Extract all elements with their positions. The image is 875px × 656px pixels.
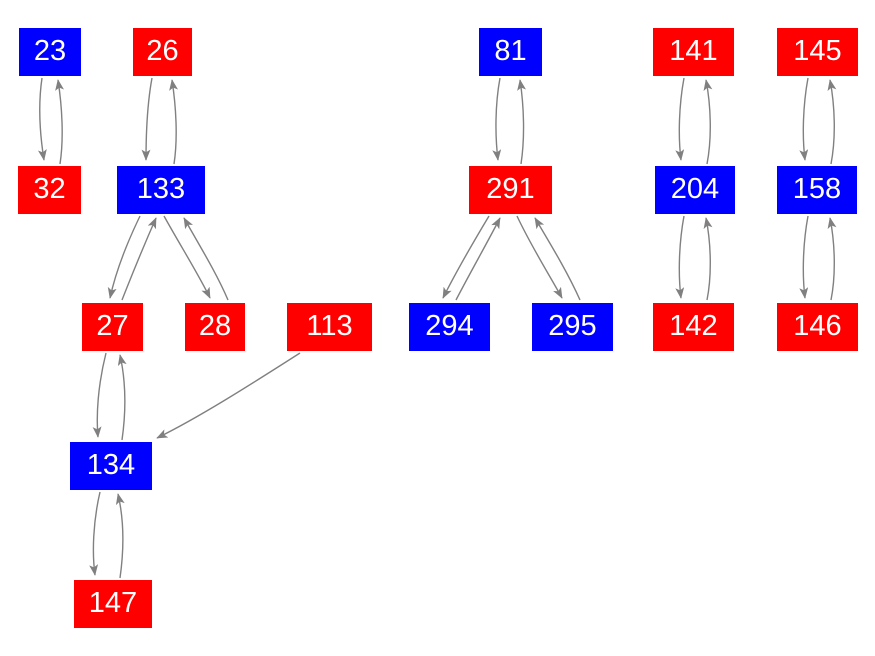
- graph-edge-141-to-204: [675, 77, 685, 161]
- graph-node-142[interactable]: 142: [653, 303, 734, 351]
- graph-edge-133-to-26: [169, 79, 179, 165]
- graph-node-26[interactable]: 26: [133, 28, 192, 76]
- graph-edge-295-to-291: [534, 217, 581, 301]
- graph-node-label: 291: [486, 172, 535, 205]
- graph-edge-23-to-32: [37, 77, 47, 161]
- graph-edge-291-to-81: [517, 79, 527, 165]
- graph-edge-113-to-134: [156, 352, 301, 439]
- graph-node-label: 113: [306, 309, 353, 342]
- graph-edge-26-to-133: [141, 77, 153, 161]
- graph-node-146[interactable]: 146: [777, 303, 858, 351]
- graph-node-label: 81: [494, 34, 527, 67]
- graph-node-134[interactable]: 134: [70, 442, 152, 490]
- graph-edge-81-to-291: [492, 77, 502, 161]
- graph-edge-145-to-158: [799, 77, 809, 161]
- graph-node-label: 133: [136, 172, 186, 205]
- graph-node-label: 28: [198, 309, 232, 342]
- graph-node-label: 295: [548, 309, 597, 342]
- graph-node-label: 134: [86, 448, 136, 481]
- graph-node-label: 145: [793, 34, 842, 67]
- graph-edge-27-to-133: [121, 217, 157, 301]
- graph-edge-158-to-146: [799, 215, 809, 299]
- graph-edge-204-to-142: [675, 215, 685, 299]
- graph-node-147[interactable]: 147: [74, 580, 152, 628]
- graph-node-label: 141: [669, 34, 718, 67]
- graph-edge-294-to-291: [455, 217, 501, 301]
- graph-node-291[interactable]: 291: [469, 166, 552, 214]
- graph-edge-291-to-294: [442, 215, 490, 299]
- graph-edge-147-to-134: [115, 493, 125, 579]
- graph-node-145[interactable]: 145: [777, 28, 858, 76]
- graph-edge-32-to-23: [55, 79, 65, 165]
- graph-node-158[interactable]: 158: [777, 166, 857, 214]
- graph-node-133[interactable]: 133: [117, 166, 205, 214]
- graph-node-label: 146: [793, 309, 842, 342]
- graph-edge-133-to-27: [107, 215, 141, 299]
- graph-node-28[interactable]: 28: [185, 303, 245, 351]
- graph-edge-134-to-27: [117, 354, 127, 441]
- graph-node-label: 27: [96, 309, 129, 342]
- graph-node-label: 142: [669, 309, 718, 342]
- graph-edge-291-to-295: [516, 215, 563, 299]
- graph-node-294[interactable]: 294: [409, 303, 490, 351]
- graph-edge-28-to-133: [183, 217, 229, 301]
- graph-edge-134-to-147: [89, 491, 101, 576]
- graph-edge-27-to-134: [92, 352, 107, 438]
- graph-node-label: 32: [33, 172, 66, 205]
- graph-node-295[interactable]: 295: [532, 303, 613, 351]
- graph-node-81[interactable]: 81: [479, 28, 542, 76]
- graph-edge-133-to-28: [163, 215, 211, 299]
- graph-edge-204-to-141: [703, 79, 713, 165]
- graph-node-27[interactable]: 27: [82, 303, 143, 351]
- graph-node-23[interactable]: 23: [19, 28, 81, 76]
- graph-node-label: 23: [33, 34, 67, 67]
- graph-edge-146-to-158: [827, 217, 837, 301]
- graph-node-141[interactable]: 141: [653, 28, 734, 76]
- graph-node-label: 294: [425, 309, 474, 342]
- graph-node-label: 26: [146, 34, 179, 67]
- graph-node-label: 204: [670, 172, 720, 205]
- graph-node-113[interactable]: 113: [287, 303, 372, 351]
- graph-edge-142-to-204: [703, 217, 713, 301]
- graph-node-label: 158: [792, 172, 842, 205]
- graph-node-label: 147: [88, 586, 138, 619]
- graph-node-32[interactable]: 32: [18, 166, 81, 214]
- graph-node-204[interactable]: 204: [655, 166, 735, 214]
- graph-edge-158-to-145: [827, 79, 837, 165]
